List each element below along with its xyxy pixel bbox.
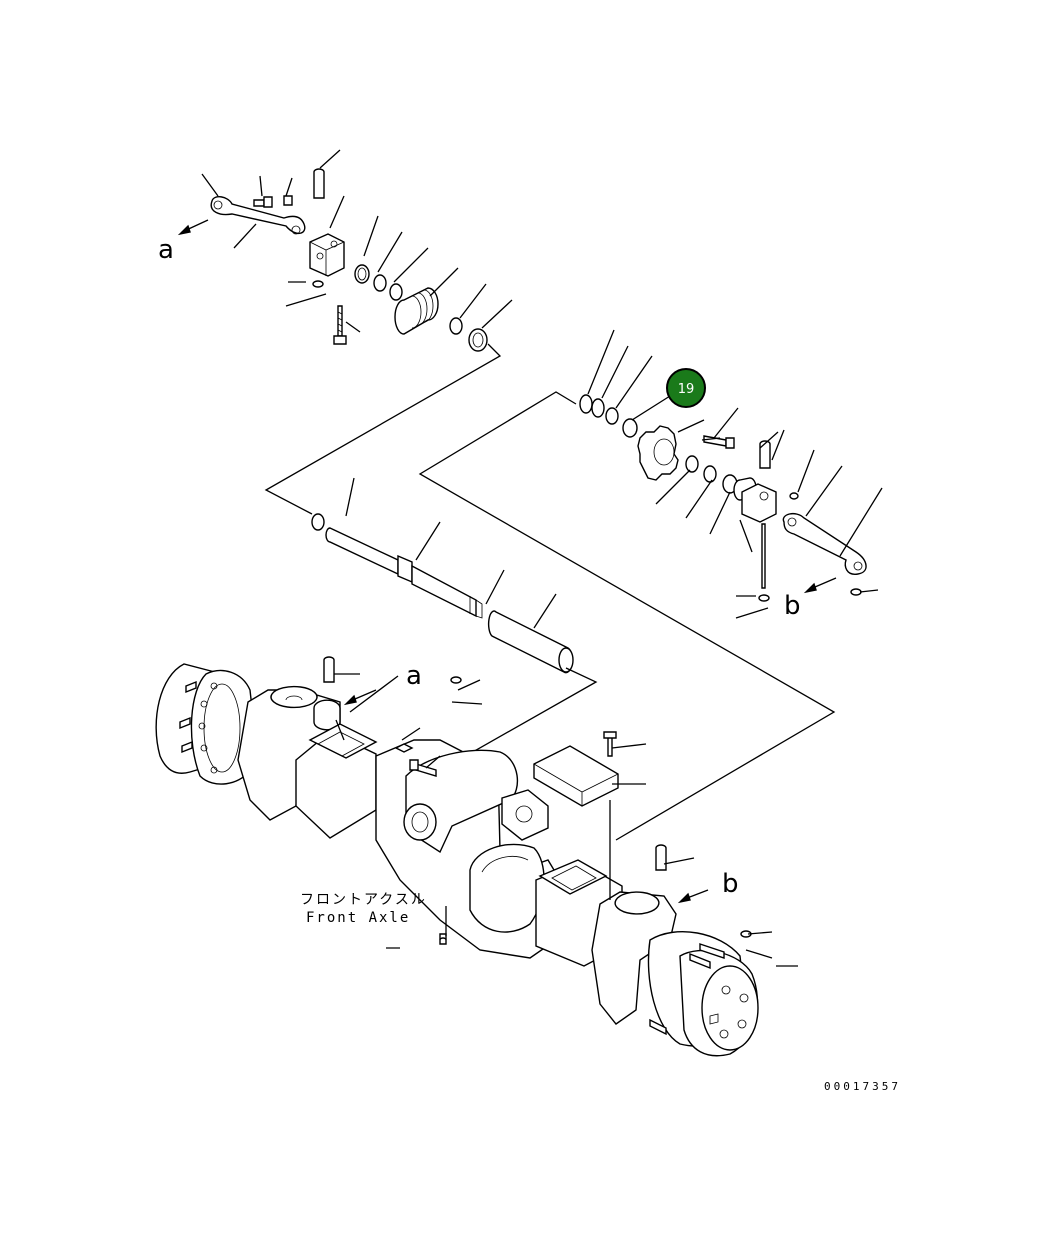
drawing-code: 00017357 [824,1080,901,1093]
gear-hub [637,425,679,481]
clevis-block-right [741,483,777,523]
shaft-group [311,477,574,674]
cover-plate [533,745,619,807]
view-label-b-assembly: b [722,869,739,899]
upper-left-link-group [201,149,513,352]
assembly-line-a [264,343,502,515]
link-arm-left [210,196,306,234]
assembly-line-a-lower [419,667,598,783]
link-arm-right [782,512,867,575]
callout-19[interactable]: 19 [666,368,706,408]
front-axle-housing: a b [155,656,798,1057]
callout-19-number: 19 [678,382,695,397]
assembly-line-b [418,391,836,841]
view-label-b-right: b [784,591,801,621]
callout-19-circle[interactable] [666,368,706,408]
pin-upper-left [313,168,325,199]
caption-english: Front Axle [306,910,410,926]
view-label-a-assembly: a [406,661,422,691]
caption-japanese: フロントアクスル [300,892,427,908]
center-shaft [325,527,399,576]
upper-right-link-group: b [579,329,883,621]
clevis-block-left [309,233,345,277]
view-label-a-top: a [158,235,174,265]
